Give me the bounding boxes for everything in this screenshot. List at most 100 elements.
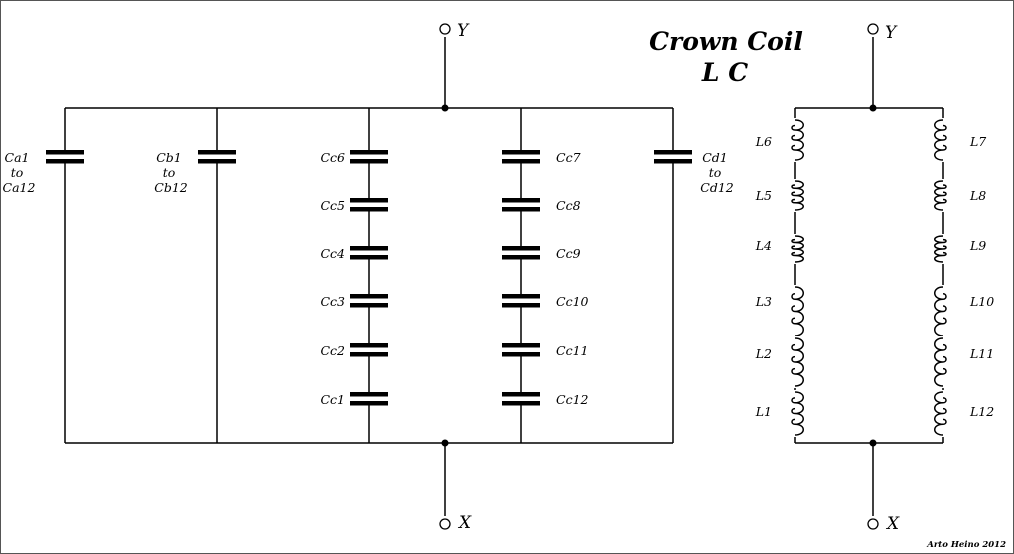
capacitor-label-cc3: Cc3 [320, 294, 345, 309]
capacitor-cc5 [350, 183, 388, 221]
cap-d-label-line1: Cd1 [702, 150, 728, 165]
capacitor-cc5-plate-top [350, 198, 388, 203]
capacitor-label-cc10: Cc10 [556, 294, 589, 309]
inductor-l12 [934, 391, 947, 436]
capacitor-cc6 [350, 135, 388, 173]
inductor-label-l3: L3 [755, 294, 772, 309]
inductor-label-l4: L4 [755, 238, 772, 253]
capacitor-cc12-plate-top [502, 392, 540, 397]
capacitor-cc7-plate-top [502, 150, 540, 155]
inductor-label-l9: L9 [969, 238, 986, 253]
capacitor-cc8-plate-top [502, 198, 540, 203]
inductor-label-l10: L10 [969, 294, 994, 309]
capacitor-cd [654, 135, 692, 173]
capacitor-cc11-plate-top [502, 343, 540, 348]
capacitor-cc4 [350, 231, 388, 269]
capacitor-cc10-plate-top [502, 294, 540, 299]
terminal-x-label: X [457, 513, 472, 533]
capacitor-cb [198, 135, 236, 173]
inductor-l4 [791, 235, 804, 263]
junction-top [441, 104, 449, 112]
capacitor-cd-plate-top [654, 150, 692, 155]
diagram-subtitle: L C [701, 58, 748, 87]
capacitor-label-cc5: Cc5 [320, 198, 345, 213]
capacitor-ca-plate-bottom [46, 159, 84, 164]
capacitor-label-cc1: Cc1 [320, 392, 345, 407]
inductor-l11 [934, 337, 947, 387]
inductor-label-l6: L6 [755, 134, 772, 149]
inductor-l10 [934, 286, 947, 337]
coil-terminal-x-label: X [885, 514, 900, 534]
inductor-label-l11: L11 [969, 346, 994, 361]
capacitor-ca [46, 135, 84, 173]
cap-b-label-line2: to [163, 165, 176, 180]
capacitor-label-cc2: Cc2 [320, 343, 345, 358]
inductor-label-l1: L1 [755, 404, 772, 419]
capacitor-cc3 [350, 279, 388, 317]
capacitor-cc3-plate-bottom [350, 303, 388, 308]
capacitor-cc9-plate-top [502, 246, 540, 251]
capacitor-cc1-plate-bottom [350, 401, 388, 406]
capacitor-cc11-plate-bottom [502, 352, 540, 357]
capacitor-cc7 [502, 135, 540, 173]
cap-d-label-line3: Cd12 [700, 180, 734, 195]
cap-d-label-line2: to [709, 165, 722, 180]
capacitor-branch-a [46, 108, 84, 443]
capacitor-branch-b [198, 108, 236, 443]
terminal-x [439, 518, 451, 530]
cap-a-label-line2: to [11, 165, 24, 180]
inductor-l6 [791, 119, 804, 161]
author-credit: Arto Heino 2012 [926, 540, 1006, 550]
capacitor-cc2 [350, 328, 388, 366]
capacitor-cc10-plate-bottom [502, 303, 540, 308]
capacitor-label-cc4: Cc4 [320, 246, 345, 261]
capacitor-cc6-plate-top [350, 150, 388, 155]
capacitor-cc9-plate-bottom [502, 255, 540, 260]
cap-d-label: Cd1 to Cd12 [700, 150, 734, 195]
capacitor-label-cc8: Cc8 [556, 198, 581, 213]
inductor-label-l5: L5 [755, 188, 772, 203]
capacitor-cc4-plate-bottom [350, 255, 388, 260]
inductor-l7 [934, 119, 947, 161]
terminal-y-label: Y [457, 21, 470, 41]
inductor-label-l2: L2 [755, 346, 772, 361]
capacitor-cc12 [502, 377, 540, 415]
coil-junction-top [869, 104, 877, 112]
capacitor-cc8-plate-bottom [502, 207, 540, 212]
cap-b-label-line1: Cb1 [156, 150, 182, 165]
capacitor-cc8 [502, 183, 540, 221]
capacitor-branch-d [654, 108, 692, 443]
inductor-l9 [934, 235, 947, 263]
capacitor-label-cc12: Cc12 [556, 392, 589, 407]
cap-a-label: Ca1 to Ca12 [3, 150, 36, 195]
capacitor-label-cc7: Cc7 [556, 150, 581, 165]
capacitor-cc2-plate-bottom [350, 352, 388, 357]
capacitor-cc1 [350, 377, 388, 415]
diagram-title: Crown Coil [649, 27, 803, 56]
inductor-l8 [934, 180, 947, 211]
capacitor-cc5-plate-bottom [350, 207, 388, 212]
inductor-l1 [791, 391, 804, 436]
capacitor-label-cc11: Cc11 [556, 343, 588, 358]
inductor-l2 [791, 337, 804, 387]
capacitor-cc2-plate-top [350, 343, 388, 348]
capacitor-label-cc6: Cc6 [320, 150, 345, 165]
capacitor-label-cc9: Cc9 [556, 246, 581, 261]
capacitor-cd-plate-bottom [654, 159, 692, 164]
cap-a-label-line1: Ca1 [5, 150, 30, 165]
cap-b-label: Cb1 to Cb12 [154, 150, 188, 195]
terminal-y [439, 23, 451, 35]
coil-terminal-x [867, 518, 879, 530]
capacitor-cb-plate-top [198, 150, 236, 155]
inductor-label-l8: L8 [969, 188, 986, 203]
capacitor-cc9 [502, 231, 540, 269]
coil-junction-bottom [869, 439, 877, 447]
cap-a-label-line3: Ca12 [3, 180, 36, 195]
